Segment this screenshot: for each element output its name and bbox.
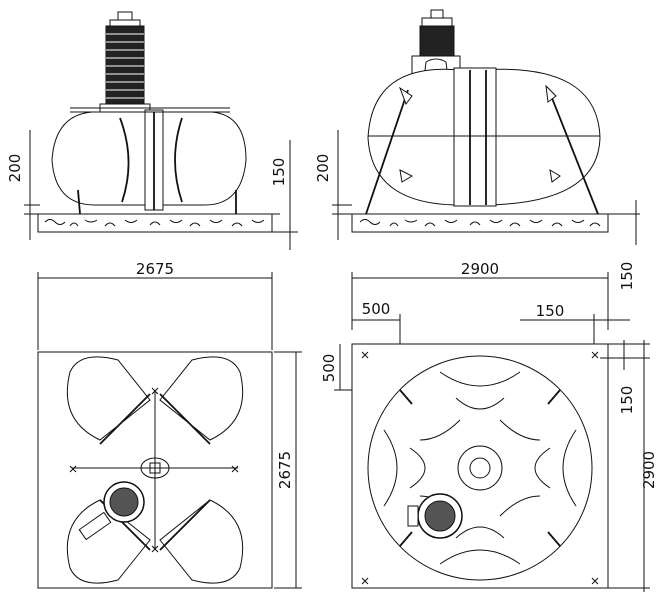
tank-body-right	[159, 111, 247, 206]
manhole-right	[407, 493, 463, 539]
tank-body-side	[367, 67, 601, 207]
strap-icon	[399, 389, 561, 547]
dim-plan-left-width: 2675	[136, 260, 174, 278]
base-slab-side	[351, 213, 609, 233]
front-view: 200 150	[6, 11, 298, 250]
tank-lobes	[383, 371, 577, 565]
riser-shaft	[99, 11, 151, 113]
plan-view-right: 2900 150 500 150 500	[320, 260, 658, 592]
dim-plan-right-side-150: 150	[618, 386, 636, 415]
dim-plan-right-500x: 500	[362, 300, 391, 318]
manhole-left	[78, 481, 145, 541]
tank-body-left	[51, 111, 149, 206]
anchor-cross-icon	[69, 387, 239, 553]
dim-plan-right-width: 2900	[461, 260, 499, 278]
dim-side-200: 200	[314, 154, 332, 183]
plan-view-left: 2675 2675	[37, 260, 302, 589]
anchor-cross-icon	[361, 351, 599, 585]
side-view: 200	[314, 9, 640, 245]
dim-front-200: 200	[6, 154, 24, 183]
dim-plan-right-top-150: 150	[618, 262, 636, 291]
riser-shaft-side	[411, 9, 461, 79]
dim-front-150: 150	[270, 158, 288, 187]
dim-plan-right-height: 2900	[640, 451, 658, 489]
dim-plan-right-500y: 500	[320, 354, 338, 383]
dim-plan-right-150x: 150	[536, 302, 565, 320]
base-slab-front	[37, 213, 273, 233]
dim-plan-left-height: 2675	[276, 451, 294, 489]
tank-quadrants	[66, 356, 244, 584]
